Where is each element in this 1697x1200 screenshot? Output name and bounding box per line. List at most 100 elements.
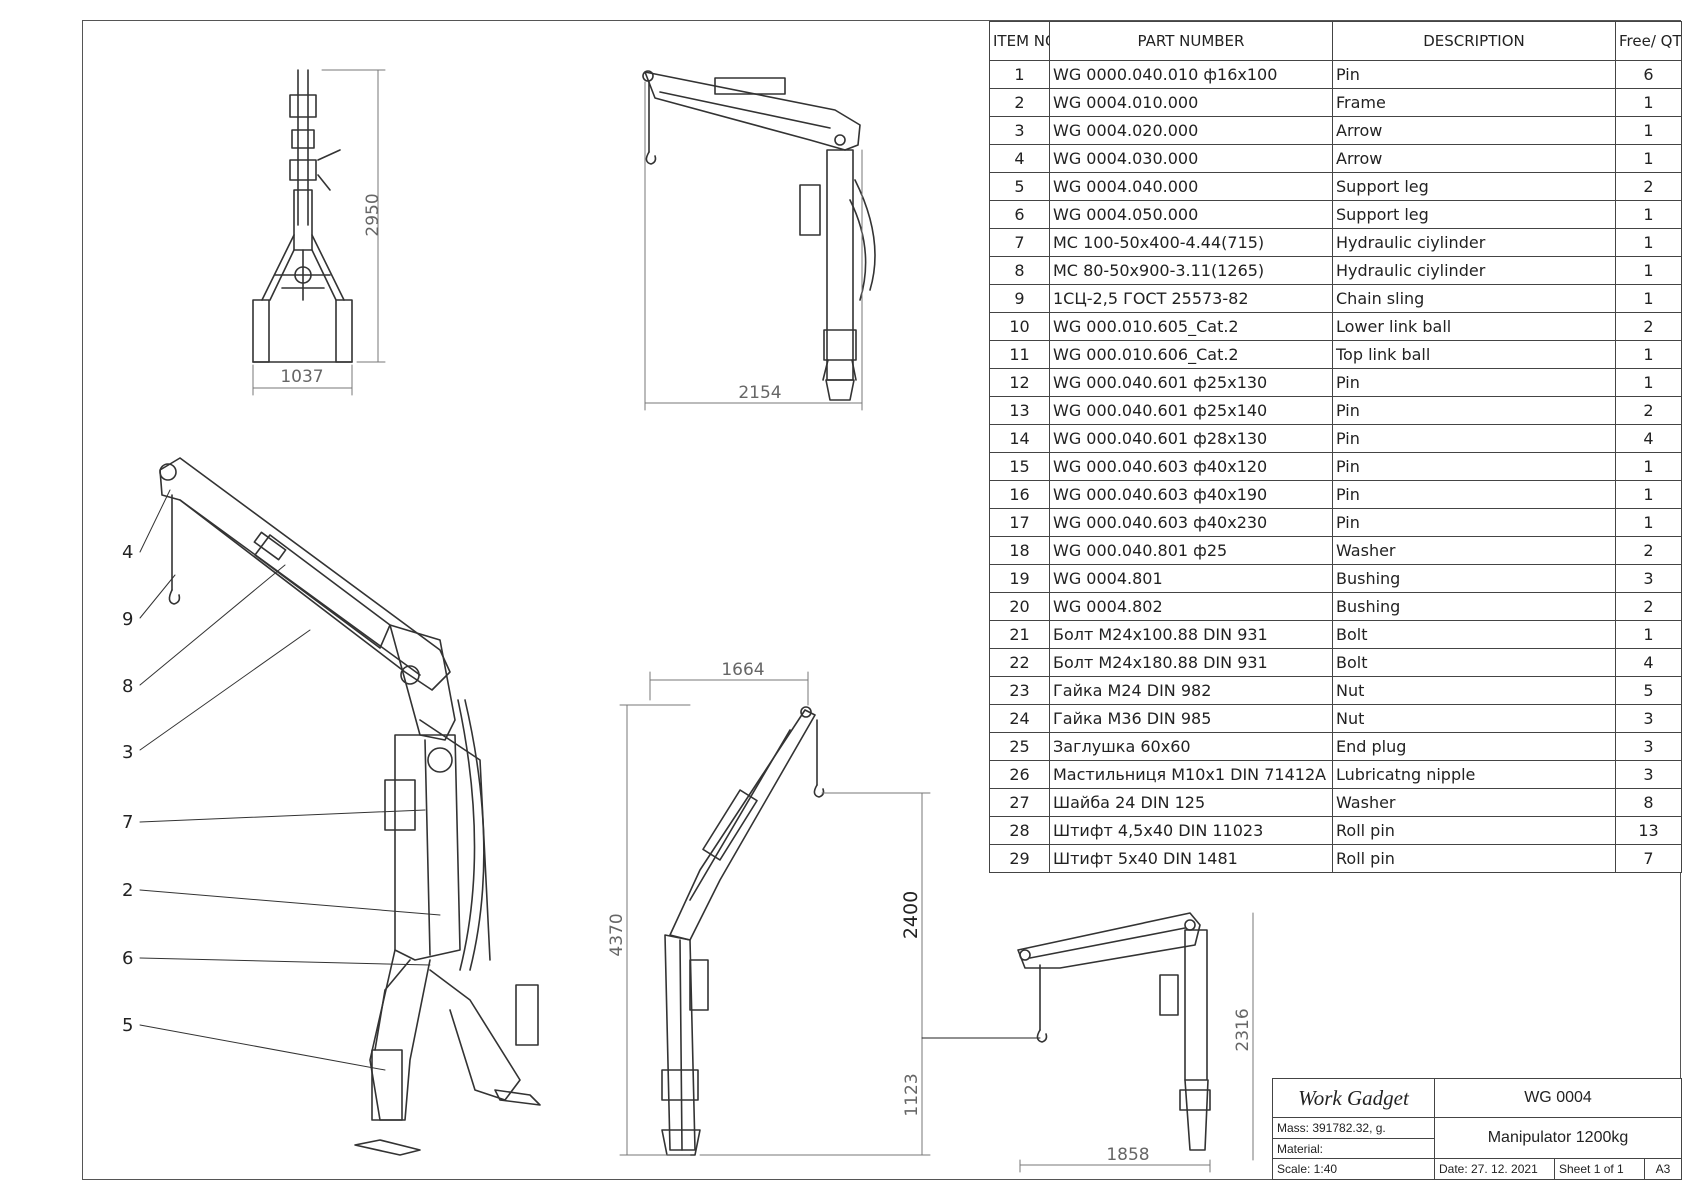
bom-part-number: Гайка М24 DIN 982 (1049, 676, 1333, 705)
dim-side-reach: 2154 (738, 383, 781, 403)
bom-item-no: 9 (989, 284, 1050, 313)
bom-part-number: WG 000.040.601 ф28x130 (1049, 424, 1333, 453)
bom-description: Pin (1332, 480, 1616, 509)
bom-item-no: 27 (989, 788, 1050, 817)
bom-item-no: 14 (989, 424, 1050, 453)
bom-part-number: WG 000.010.606_Cat.2 (1049, 340, 1333, 369)
bom-item-no: 13 (989, 396, 1050, 425)
dim-front-height: 2950 (363, 193, 383, 236)
bom-description: Pin (1332, 368, 1616, 397)
bom-item-no: 19 (989, 564, 1050, 593)
bom-part-number: Шайба 24 DIN 125 (1049, 788, 1333, 817)
bom-header-part-number: PART NUMBER (1049, 21, 1333, 61)
callout-label: 8 (122, 676, 133, 697)
callout-leaders (139, 489, 441, 1071)
bom-qty: 4 (1615, 424, 1682, 453)
bom-description: Arrow (1332, 116, 1616, 145)
bom-qty: 4 (1615, 648, 1682, 677)
dim-base-height: 1123 (902, 1073, 922, 1116)
bom-part-number: WG 0004.030.000 (1049, 144, 1333, 173)
iso-view-2 (661, 706, 825, 1156)
bom-qty: 2 (1615, 592, 1682, 621)
side-dims (644, 81, 863, 411)
bom-part-number: WG 0004.801 (1049, 564, 1333, 593)
callout-label: 2 (122, 880, 133, 901)
bom-description: Support leg (1332, 172, 1616, 201)
callout-label: 5 (122, 1015, 133, 1036)
bom-item-no: 1 (989, 60, 1050, 89)
side2-dims (1019, 912, 1254, 1173)
bom-item-no: 2 (989, 88, 1050, 117)
bom-description: Chain sling (1332, 284, 1616, 313)
bom-qty: 7 (1615, 844, 1682, 873)
side-view (642, 70, 876, 401)
bom-item-no: 15 (989, 452, 1050, 481)
bom-qty: 1 (1615, 480, 1682, 509)
bom-description: Roll pin (1332, 844, 1616, 873)
front-dims (252, 69, 386, 396)
bom-qty: 1 (1615, 144, 1682, 173)
bom-description: Bolt (1332, 620, 1616, 649)
bom-item-no: 25 (989, 732, 1050, 761)
callout-label: 6 (122, 948, 133, 969)
bom-qty: 3 (1615, 760, 1682, 789)
bom-description: Nut (1332, 704, 1616, 733)
bom-qty: 2 (1615, 172, 1682, 201)
bom-qty: 6 (1615, 60, 1682, 89)
bom-description: Pin (1332, 508, 1616, 537)
bom-description: Support leg (1332, 200, 1616, 229)
bom-part-number: WG 0004.802 (1049, 592, 1333, 621)
bom-description: Bushing (1332, 564, 1616, 593)
bom-qty: 1 (1615, 256, 1682, 285)
dim-side2-height: 2316 (1233, 1008, 1253, 1051)
iso2-dims (619, 671, 931, 1156)
bom-qty: 1 (1615, 200, 1682, 229)
drawing-title: Manipulator 1200kg (1434, 1117, 1682, 1160)
bom-header-row: ITEM NO. PART NUMBER DESCRIPTION Free/ Q… (989, 21, 1682, 61)
material-field: Material: (1272, 1137, 1435, 1160)
bom-item-no: 11 (989, 340, 1050, 369)
bom-description: Roll pin (1332, 816, 1616, 845)
bom-part-number: WG 000.010.605_Cat.2 (1049, 312, 1333, 341)
bom-part-number: WG 0004.050.000 (1049, 200, 1333, 229)
bom-part-number: MC 100-50x400-4.44(715) (1049, 228, 1333, 257)
dim-iso2-reach: 1664 (721, 660, 764, 680)
dim-side2-width: 1858 (1106, 1145, 1149, 1165)
bom-part-number: WG 000.040.603 ф40x230 (1049, 508, 1333, 537)
bom-item-no: 3 (989, 116, 1050, 145)
bom-item-no: 21 (989, 620, 1050, 649)
dim-front-width: 1037 (280, 367, 323, 387)
bill-of-materials: ITEM NO. PART NUMBER DESCRIPTION Free/ Q… (989, 21, 1682, 873)
bom-part-number: WG 0000.040.010 ф16x100 (1049, 60, 1333, 89)
bom-part-number: WG 000.040.801 ф25 (1049, 536, 1333, 565)
bom-part-number: Штифт 5x40 DIN 1481 (1049, 844, 1333, 873)
bom-qty: 1 (1615, 368, 1682, 397)
bom-description: End plug (1332, 732, 1616, 761)
bom-part-number: WG 0004.040.000 (1049, 172, 1333, 201)
callout-label: 4 (122, 542, 133, 563)
bom-qty: 1 (1615, 340, 1682, 369)
bom-description: Washer (1332, 536, 1616, 565)
bom-part-number: WG 0004.020.000 (1049, 116, 1333, 145)
bom-description: Pin (1332, 424, 1616, 453)
scale-field: Scale: 1:40 (1272, 1158, 1435, 1180)
bom-item-no: 7 (989, 228, 1050, 257)
callout-label: 3 (122, 742, 133, 763)
bom-qty: 3 (1615, 732, 1682, 761)
bom-qty: 1 (1615, 452, 1682, 481)
bom-item-no: 12 (989, 368, 1050, 397)
bom-description: Frame (1332, 88, 1616, 117)
date-field: Date: 27. 12. 2021 (1434, 1158, 1555, 1180)
bom-part-number: Болт М24x180.88 DIN 931 (1049, 648, 1333, 677)
bom-item-no: 6 (989, 200, 1050, 229)
